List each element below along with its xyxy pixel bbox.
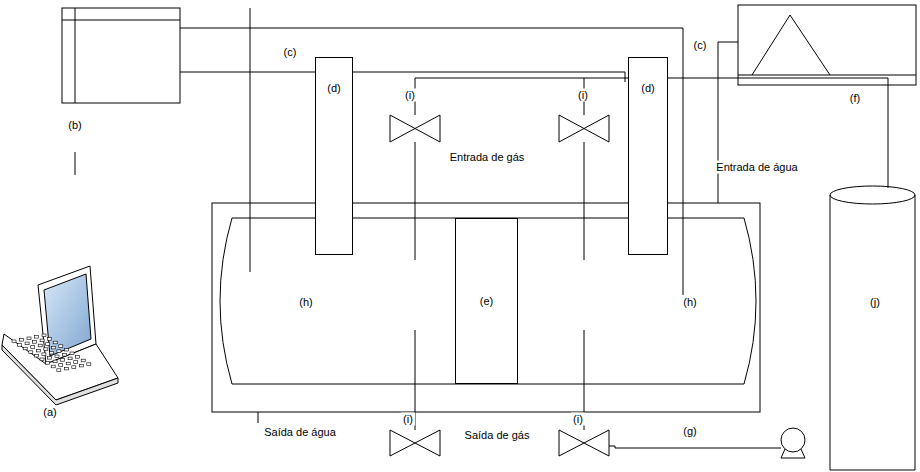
- gas-line: [415, 142, 416, 260]
- logger-cable: [75, 152, 76, 175]
- chamber-outline: [220, 218, 756, 384]
- sensor-probe: (d): [315, 57, 353, 255]
- membrane-separator: (e): [455, 218, 518, 384]
- valve-symbol: [390, 115, 440, 142]
- data-logger: [62, 8, 180, 103]
- tube-callout: (g): [681, 425, 698, 438]
- wire-callout: (c): [282, 46, 299, 59]
- tube-callout: (f): [848, 92, 862, 105]
- part-callout: (d): [316, 82, 352, 95]
- pump-symbol: [781, 428, 805, 452]
- part-callout: (e): [456, 295, 517, 308]
- pump-tube: [609, 446, 781, 448]
- flow-label: Saída de água: [262, 426, 338, 439]
- controller-box: [738, 5, 916, 85]
- water-outlet-line: [258, 412, 259, 423]
- pump-base: [781, 449, 805, 458]
- chamber-callout: (h): [297, 296, 314, 309]
- valve-callout: (i): [403, 89, 417, 102]
- flow-label: Entrada de água: [714, 161, 799, 174]
- cell-housing: [212, 203, 760, 412]
- gas-cylinder: [830, 195, 915, 470]
- sensor-wire: [180, 72, 625, 82]
- flow-label: Saída de gás: [463, 429, 532, 442]
- device-callout: (a): [41, 406, 58, 419]
- sensor-wire: [180, 28, 683, 295]
- controller-symbol: [752, 15, 830, 75]
- valve-symbol: [390, 430, 440, 456]
- sensor-probe: (d): [628, 57, 668, 255]
- water-inlet-line: [718, 42, 738, 203]
- sensor-wire: [250, 8, 251, 272]
- logger-edge: [75, 8, 76, 103]
- controller-edge: [738, 75, 916, 76]
- valve-symbol: [559, 115, 609, 142]
- valve-callout: (i): [571, 413, 585, 426]
- logger-edge: [62, 20, 180, 21]
- flow-label: Entrada de gás: [448, 151, 527, 164]
- device-callout: (b): [66, 119, 83, 132]
- valve-callout: (i): [576, 89, 590, 102]
- gas-line: [584, 142, 585, 260]
- laptop-icon: [2, 266, 118, 405]
- valve-callout: (i): [401, 413, 415, 426]
- cylinder-callout: (j): [868, 296, 882, 309]
- chamber-callout: (h): [681, 296, 698, 309]
- wire-callout: (c): [692, 39, 709, 52]
- part-callout: (d): [629, 82, 667, 95]
- gas-cylinder-top: [830, 186, 915, 204]
- valve-symbol: [559, 430, 609, 456]
